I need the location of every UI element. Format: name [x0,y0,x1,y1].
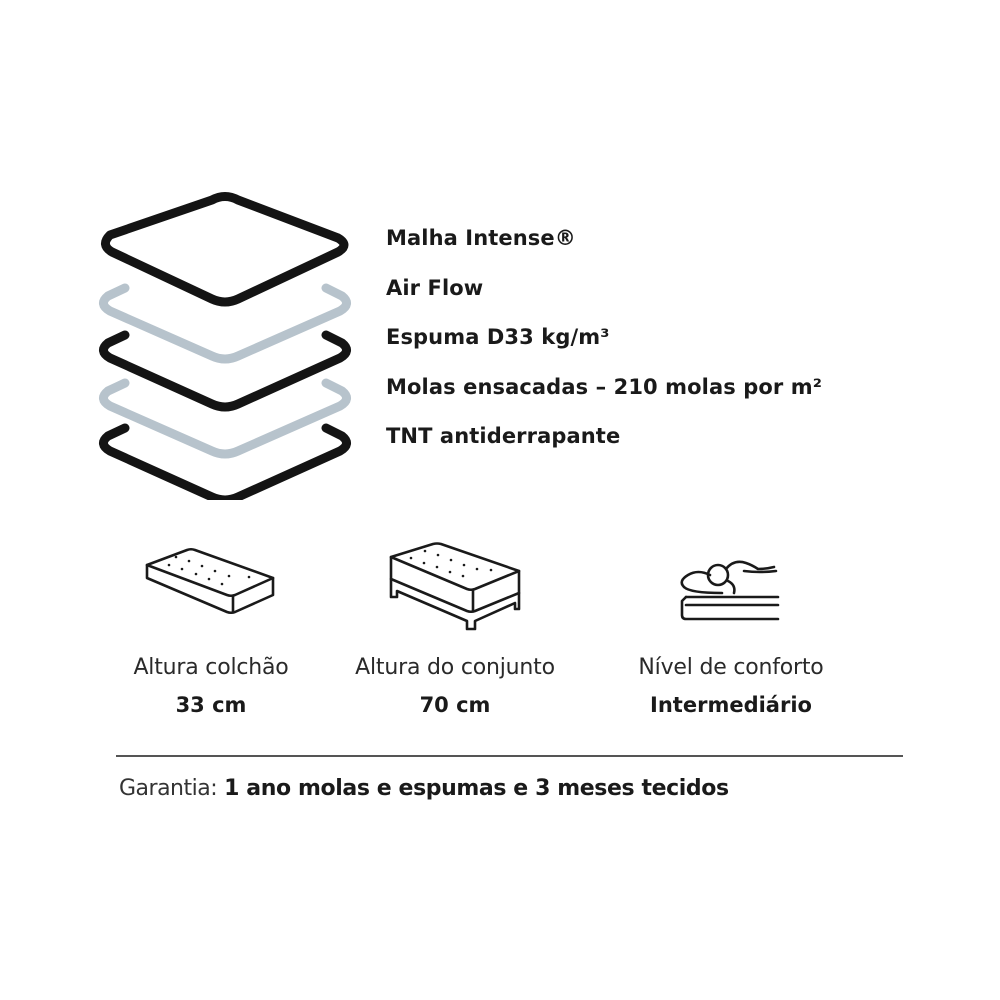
layer-molas-shape [99,378,351,459]
spec-value: Intermediário [650,693,812,717]
spec-mattress-height: Altura colchão 33 cm [121,545,301,717]
layer-tnt-shape [99,423,351,500]
spec-value: 33 cm [175,693,247,717]
layer-airflow-shape [99,283,351,364]
layer-item-tnt: TNT antiderrapante [386,424,621,448]
layer-item-molas: Molas ensacadas – 210 molas por m² [386,374,823,399]
mattress-icon [145,547,275,615]
layer-espuma-shape [99,330,351,412]
person-sleeping-icon [680,560,780,621]
layer-malha-shape [101,192,349,307]
spec-label: Altura colchão [133,655,289,680]
spec-set-height: Altura do conjunto 70 cm [335,542,575,717]
layer-item-espuma: Espuma D33 kg/m³ [386,325,610,349]
spec-label: Altura do conjunto [355,655,555,680]
divider [116,755,903,757]
mattress-with-base-icon [389,542,521,631]
spec-comfort-level: Nível de conforto Intermediário [621,545,841,717]
warranty-value: 1 ano molas e espumas e 3 meses tecidos [224,776,729,801]
spec-label: Nível de conforto [638,655,824,680]
warranty-line: Garantia: 1 ano molas e espumas e 3 mese… [119,776,729,801]
layer-list: Malha Intense® Air Flow Espuma D33 kg/m³… [386,220,822,468]
layer-item-airflow: Air Flow [386,275,484,300]
spec-value: 70 cm [419,693,491,717]
layer-item-malha: Malha Intense® [386,226,576,250]
warranty-label: Garantia: [119,776,218,801]
mattress-layers-icon [99,192,351,500]
